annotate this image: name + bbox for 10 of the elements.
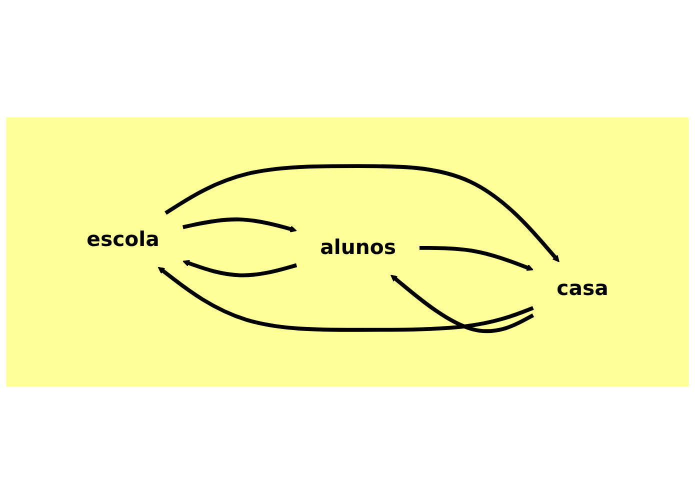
cluster	[6, 116, 689, 386]
arrow	[390, 274, 534, 333]
arrow	[158, 266, 534, 332]
arrow	[182, 260, 298, 277]
arrow	[164, 164, 560, 262]
arrow	[420, 246, 534, 270]
node-text: escola	[86, 228, 160, 252]
node-text: casa	[556, 276, 608, 300]
node-text: alunos	[320, 235, 396, 259]
arrow	[182, 217, 297, 232]
